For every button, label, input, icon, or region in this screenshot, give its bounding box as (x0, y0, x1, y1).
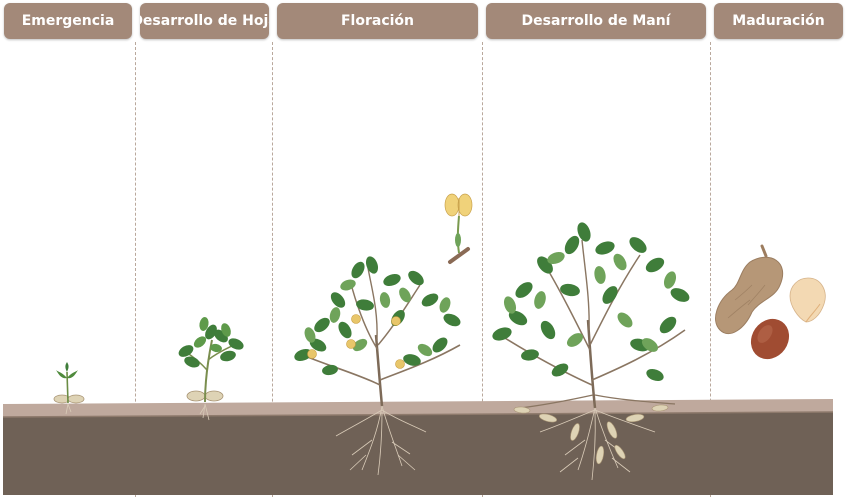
stage-divider (272, 42, 273, 497)
pod-development-plant-icon (492, 222, 690, 481)
peg-flower-icon (444, 193, 473, 264)
emergence-seedling-icon (53, 362, 85, 415)
leaf-plant-icon (178, 317, 244, 421)
peanut-kernel-icon (750, 318, 790, 360)
stage-divider (135, 42, 136, 497)
stage-tab-desarrollo-de-mani: Desarrollo de Maní (486, 3, 706, 39)
peanut-seed-icon (789, 277, 826, 323)
stage-tab-maduracion: Maduración (714, 3, 843, 39)
soil-ground (2, 399, 834, 495)
stage-tab-desarrollo-de-hoja: Desarrollo de Hoja (140, 3, 269, 39)
stage-divider (710, 42, 711, 497)
stage-tab-emergencia: Emergencia (4, 3, 132, 39)
stage-divider (482, 42, 483, 497)
stage-tab-floracion: Floración (277, 3, 478, 39)
peanut-pod-icon (715, 244, 784, 335)
flowering-plant-icon (294, 256, 461, 476)
